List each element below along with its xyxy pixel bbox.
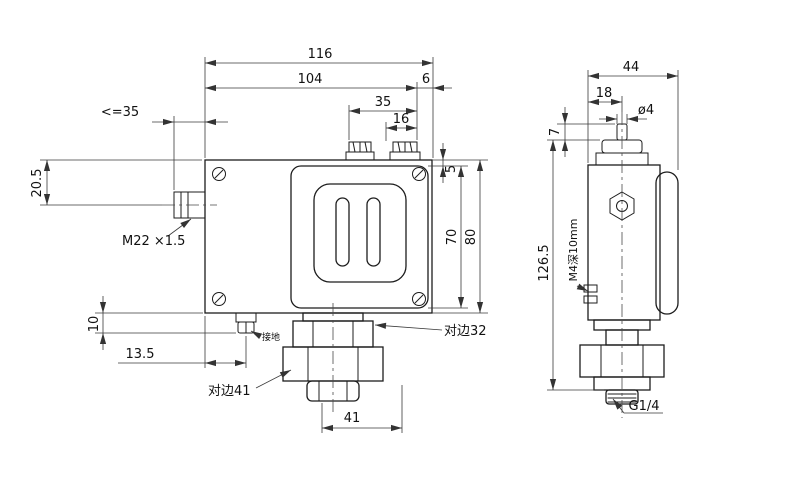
label-across-flats-32: 对边32 [444, 324, 487, 339]
dim-20-5: 20.5 [30, 169, 45, 198]
dim-44: 44 [623, 60, 640, 75]
front-extension-lines [40, 57, 488, 433]
front-cover-plate [290, 165, 429, 309]
dim-80: 80 [464, 229, 479, 246]
side-dimension-lines [549, 72, 678, 390]
label-m4-tapped-hole: M4深10mm [567, 219, 580, 282]
front-corner-screws [212, 167, 426, 306]
side-view-dimensions: 44 18 ø4 7 126.5 M4深10mm G1/4 [537, 60, 679, 414]
label-thread-m22: M22 ×1.5 [122, 234, 185, 249]
dim-116: 116 [308, 47, 333, 62]
dim-13-5: 13.5 [126, 347, 155, 362]
top-adjusting-screws [345, 141, 421, 161]
front-leader-lines [167, 218, 443, 389]
dim-max-35: <=35 [101, 105, 139, 120]
side-cover [655, 171, 679, 315]
m4-mounting-holes [583, 284, 598, 304]
side-leader-lines [576, 283, 663, 414]
dim-18: 18 [596, 86, 613, 101]
label-across-flats-41: 对边41 [208, 384, 251, 399]
dim-104: 104 [298, 72, 323, 87]
front-dimension-lines [43, 59, 484, 432]
dim-dia-4: ø4 [638, 103, 654, 118]
dim-16: 16 [393, 112, 410, 127]
dim-7: 7 [548, 128, 563, 136]
dim-6: 6 [422, 72, 430, 87]
dim-35: 35 [375, 95, 392, 110]
label-g14-port: G1/4 [629, 399, 660, 414]
label-ground: 接地 [262, 331, 280, 343]
dim-41: 41 [344, 411, 361, 426]
front-housing [204, 159, 433, 314]
front-view [162, 141, 433, 414]
dim-10: 10 [87, 316, 102, 333]
cover-slot-left [335, 197, 350, 267]
side-view [579, 112, 679, 418]
ground-terminal [235, 312, 257, 334]
cover-slot-right [366, 197, 381, 267]
dim-126-5: 126.5 [537, 244, 552, 281]
dim-70: 70 [445, 229, 460, 246]
dim-5: 5 [444, 165, 459, 173]
front-view-dimensions: 116 104 6 35 16 <=35 20.5 M22 ×1.5 5 70 … [30, 47, 488, 433]
side-housing [587, 164, 679, 321]
